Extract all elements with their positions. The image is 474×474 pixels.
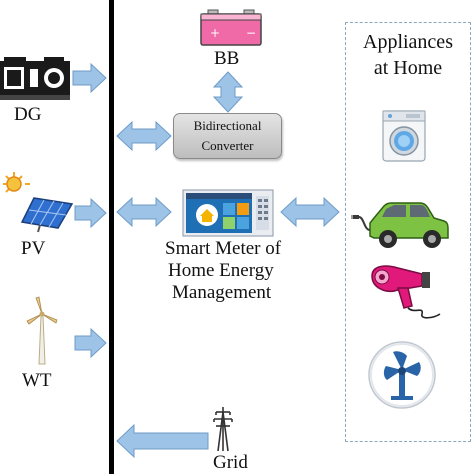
wind-turbine-icon: [26, 296, 58, 365]
converter-label-line1: Bidirectional: [193, 118, 262, 133]
arrow-bus-smart-meter: [116, 196, 172, 228]
converter-label-line2: Converter: [201, 138, 254, 153]
appliances-title-line2: at Home: [373, 57, 443, 79]
appliances-at-home-box: Appliances at Home: [345, 22, 471, 442]
arrow-grid-to-bus: [116, 423, 209, 459]
bidirectional-converter-box: Bidirectional Converter: [173, 113, 282, 159]
hair-dryer-icon: [371, 265, 441, 319]
bb-label: BB: [214, 48, 240, 69]
smart-meter-label-line1: Smart Meter of: [165, 238, 282, 259]
arrow-wt-to-bus: [74, 327, 107, 359]
pv-label: PV: [21, 238, 46, 259]
fan-icon: [368, 341, 436, 409]
grid-label: Grid: [213, 452, 248, 473]
svg-text:+: +: [210, 26, 220, 40]
svg-text:−: −: [246, 26, 256, 40]
smart-meter-label-line3: Management: [172, 282, 272, 303]
diesel-generator-icon: [0, 57, 70, 100]
appliances-title-line1: Appliances: [363, 31, 453, 53]
battery-icon: + −: [200, 9, 262, 46]
dg-label: DG: [14, 104, 42, 125]
arrow-dg-to-bus: [72, 62, 107, 94]
transmission-tower-icon: [213, 407, 233, 452]
main-bus-line: [109, 0, 114, 474]
solar-panel-icon: [3, 172, 74, 233]
smart-meter-icon: [182, 189, 274, 237]
smart-meter-label-line2: Home Energy: [168, 260, 274, 281]
washing-machine-icon: [382, 110, 426, 162]
electric-car-icon: [351, 202, 449, 248]
wt-label: WT: [22, 370, 52, 391]
arrow-meter-appliances: [280, 196, 340, 228]
arrow-bus-converter: [116, 120, 172, 152]
arrow-pv-to-bus: [74, 197, 107, 229]
arrow-battery-converter: [212, 71, 244, 113]
